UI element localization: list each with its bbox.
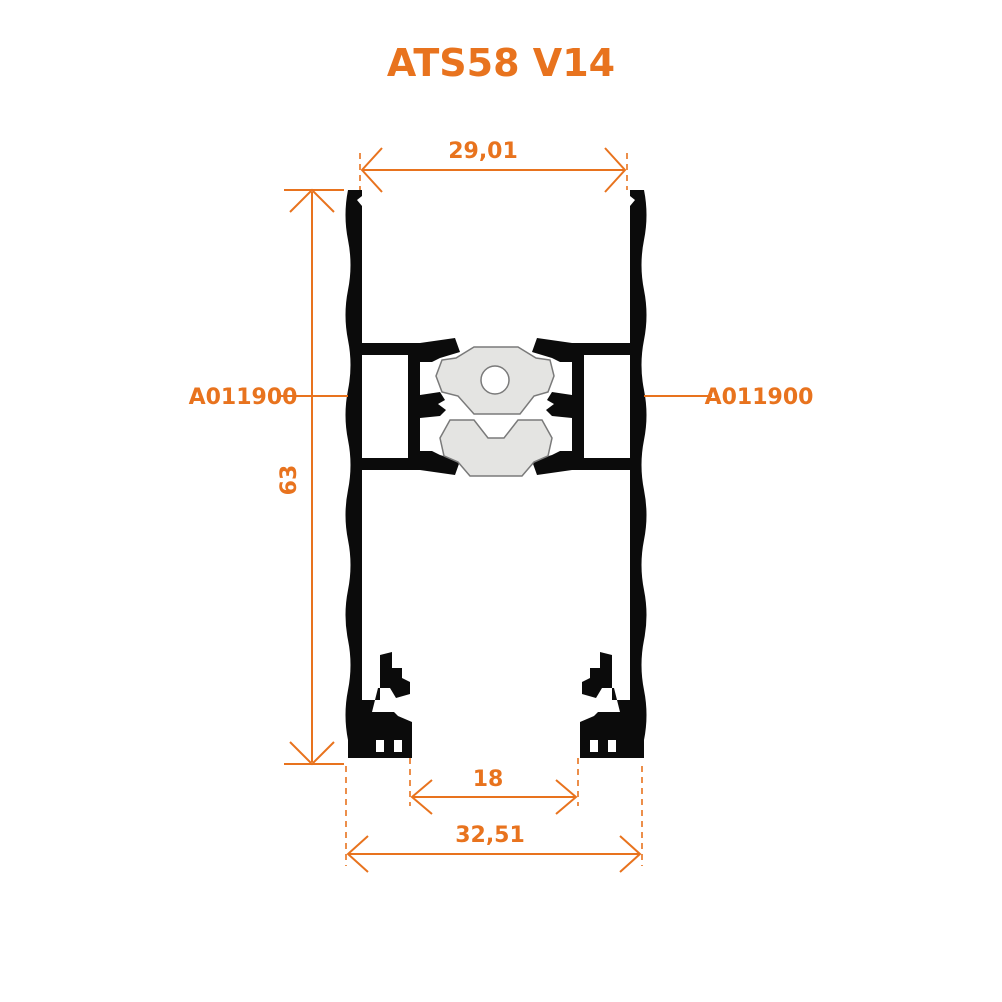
callout-left: A011900 xyxy=(189,385,348,410)
right-chamber-bottom xyxy=(572,458,630,470)
drawing-title: ATS58 V14 xyxy=(387,41,615,85)
callout-left-label: A011900 xyxy=(189,385,298,410)
gasket-hole xyxy=(480,365,510,395)
right-grip-teeth xyxy=(546,392,572,418)
right-hardware-channel xyxy=(580,652,630,758)
dimension-inner-gap: 18 xyxy=(409,758,579,815)
left-outer-wall xyxy=(345,190,362,758)
right-chamber-top xyxy=(572,343,630,355)
right-claw-bottom xyxy=(532,451,572,475)
dimension-top-width: 29,01 xyxy=(359,139,628,193)
callout-right: A011900 xyxy=(644,385,813,410)
height-value: 63 xyxy=(277,465,302,496)
dimension-height: 63 xyxy=(277,188,344,766)
total-width-value: 32,51 xyxy=(455,823,525,848)
dimension-total-width: 32,51 xyxy=(345,766,643,873)
top-width-value: 29,01 xyxy=(448,139,518,164)
left-claw-top xyxy=(420,338,460,362)
left-chamber-inner-wall xyxy=(408,343,420,470)
inner-gap-value: 18 xyxy=(473,767,504,792)
left-hardware-channel xyxy=(362,652,412,758)
aluminium-profile xyxy=(345,190,647,758)
left-chamber-bottom xyxy=(362,458,420,470)
left-grip-teeth xyxy=(420,392,446,418)
gasket-lower xyxy=(439,419,553,477)
right-outer-wall xyxy=(630,190,647,758)
callout-right-label: A011900 xyxy=(705,385,814,410)
left-chamber-top xyxy=(362,343,420,355)
left-claw-bottom xyxy=(420,451,460,475)
right-claw-top xyxy=(532,338,572,362)
thermal-break-gasket xyxy=(435,346,555,477)
right-chamber-inner-wall xyxy=(572,343,584,470)
